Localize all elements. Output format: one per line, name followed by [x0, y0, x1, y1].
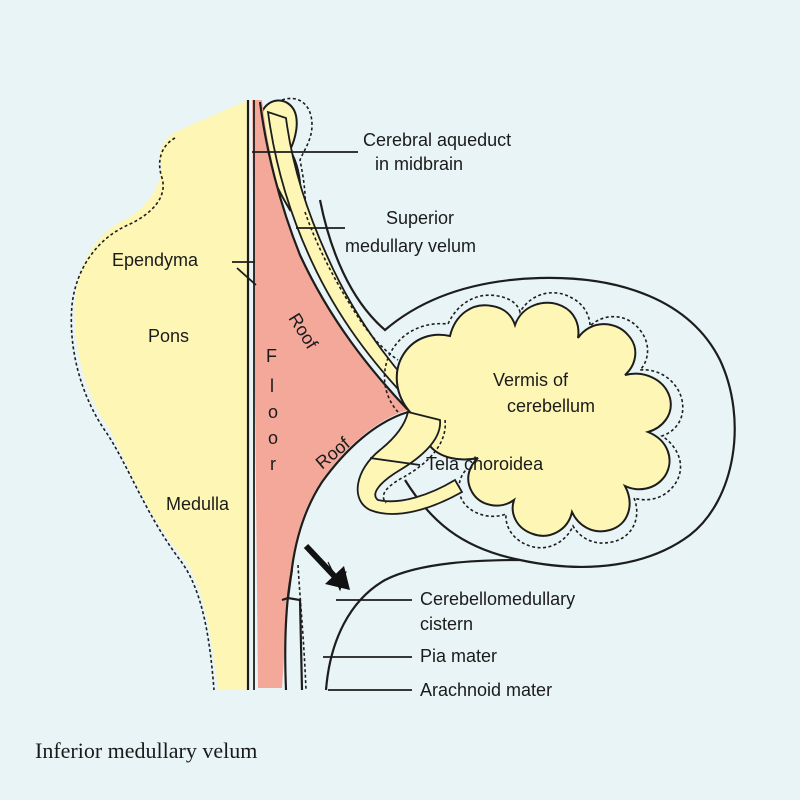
label-floor-l: l: [270, 376, 274, 396]
leader-tela: [369, 457, 421, 466]
label-cerebral-aqueduct-2: in midbrain: [375, 154, 463, 174]
medulla-pia-dashed: [297, 564, 307, 691]
label-superior-velum-2: medullary velum: [345, 236, 476, 256]
label-pia-mater: Pia mater: [420, 646, 497, 666]
central-canal-line: [281, 596, 304, 691]
medulla-right-edge: [284, 569, 294, 691]
label-superior-velum-1: Superior: [386, 208, 454, 228]
label-cerebral-aqueduct-1: Cerebral aqueduct: [363, 130, 511, 150]
label-cistern-2: cistern: [420, 614, 473, 634]
vermis-dashed-outline: [383, 291, 684, 549]
label-floor-f: F: [266, 346, 277, 366]
ventricle-lower-roof-line: [286, 410, 409, 599]
label-vermis-2: cerebellum: [507, 396, 595, 416]
label-floor-r: r: [270, 454, 276, 474]
figure-caption: Inferior medullary velum: [35, 738, 258, 763]
arrow-shaft: [303, 543, 341, 583]
label-cistern-1: Cerebellomedullary: [420, 589, 575, 609]
brainstem-shape: [74, 100, 248, 690]
leader-ependyma: [232, 261, 257, 286]
tectum-dashed: [281, 97, 313, 211]
label-floor-o1: o: [268, 402, 278, 422]
label-tela-choroidea: Tela choroidea: [426, 454, 544, 474]
label-floor-o2: o: [268, 428, 278, 448]
arrow-head: [325, 566, 350, 590]
cerebellum-arachnoid: [318, 199, 736, 568]
brainstem-outline: [70, 137, 215, 691]
label-medulla: Medulla: [166, 494, 230, 514]
label-pons: Pons: [148, 326, 189, 346]
cistern-arachnoid: [324, 558, 521, 691]
label-arachnoid-mater: Arachnoid mater: [420, 680, 552, 700]
label-ependyma: Ependyma: [112, 250, 199, 270]
label-vermis-1: Vermis of: [493, 370, 569, 390]
cerebellar-vermis-shape: [395, 301, 672, 537]
ventricle-roof-line: [258, 101, 409, 411]
fourth-ventricle-shape: [252, 100, 408, 688]
superior-velum-dashed: [304, 211, 399, 361]
